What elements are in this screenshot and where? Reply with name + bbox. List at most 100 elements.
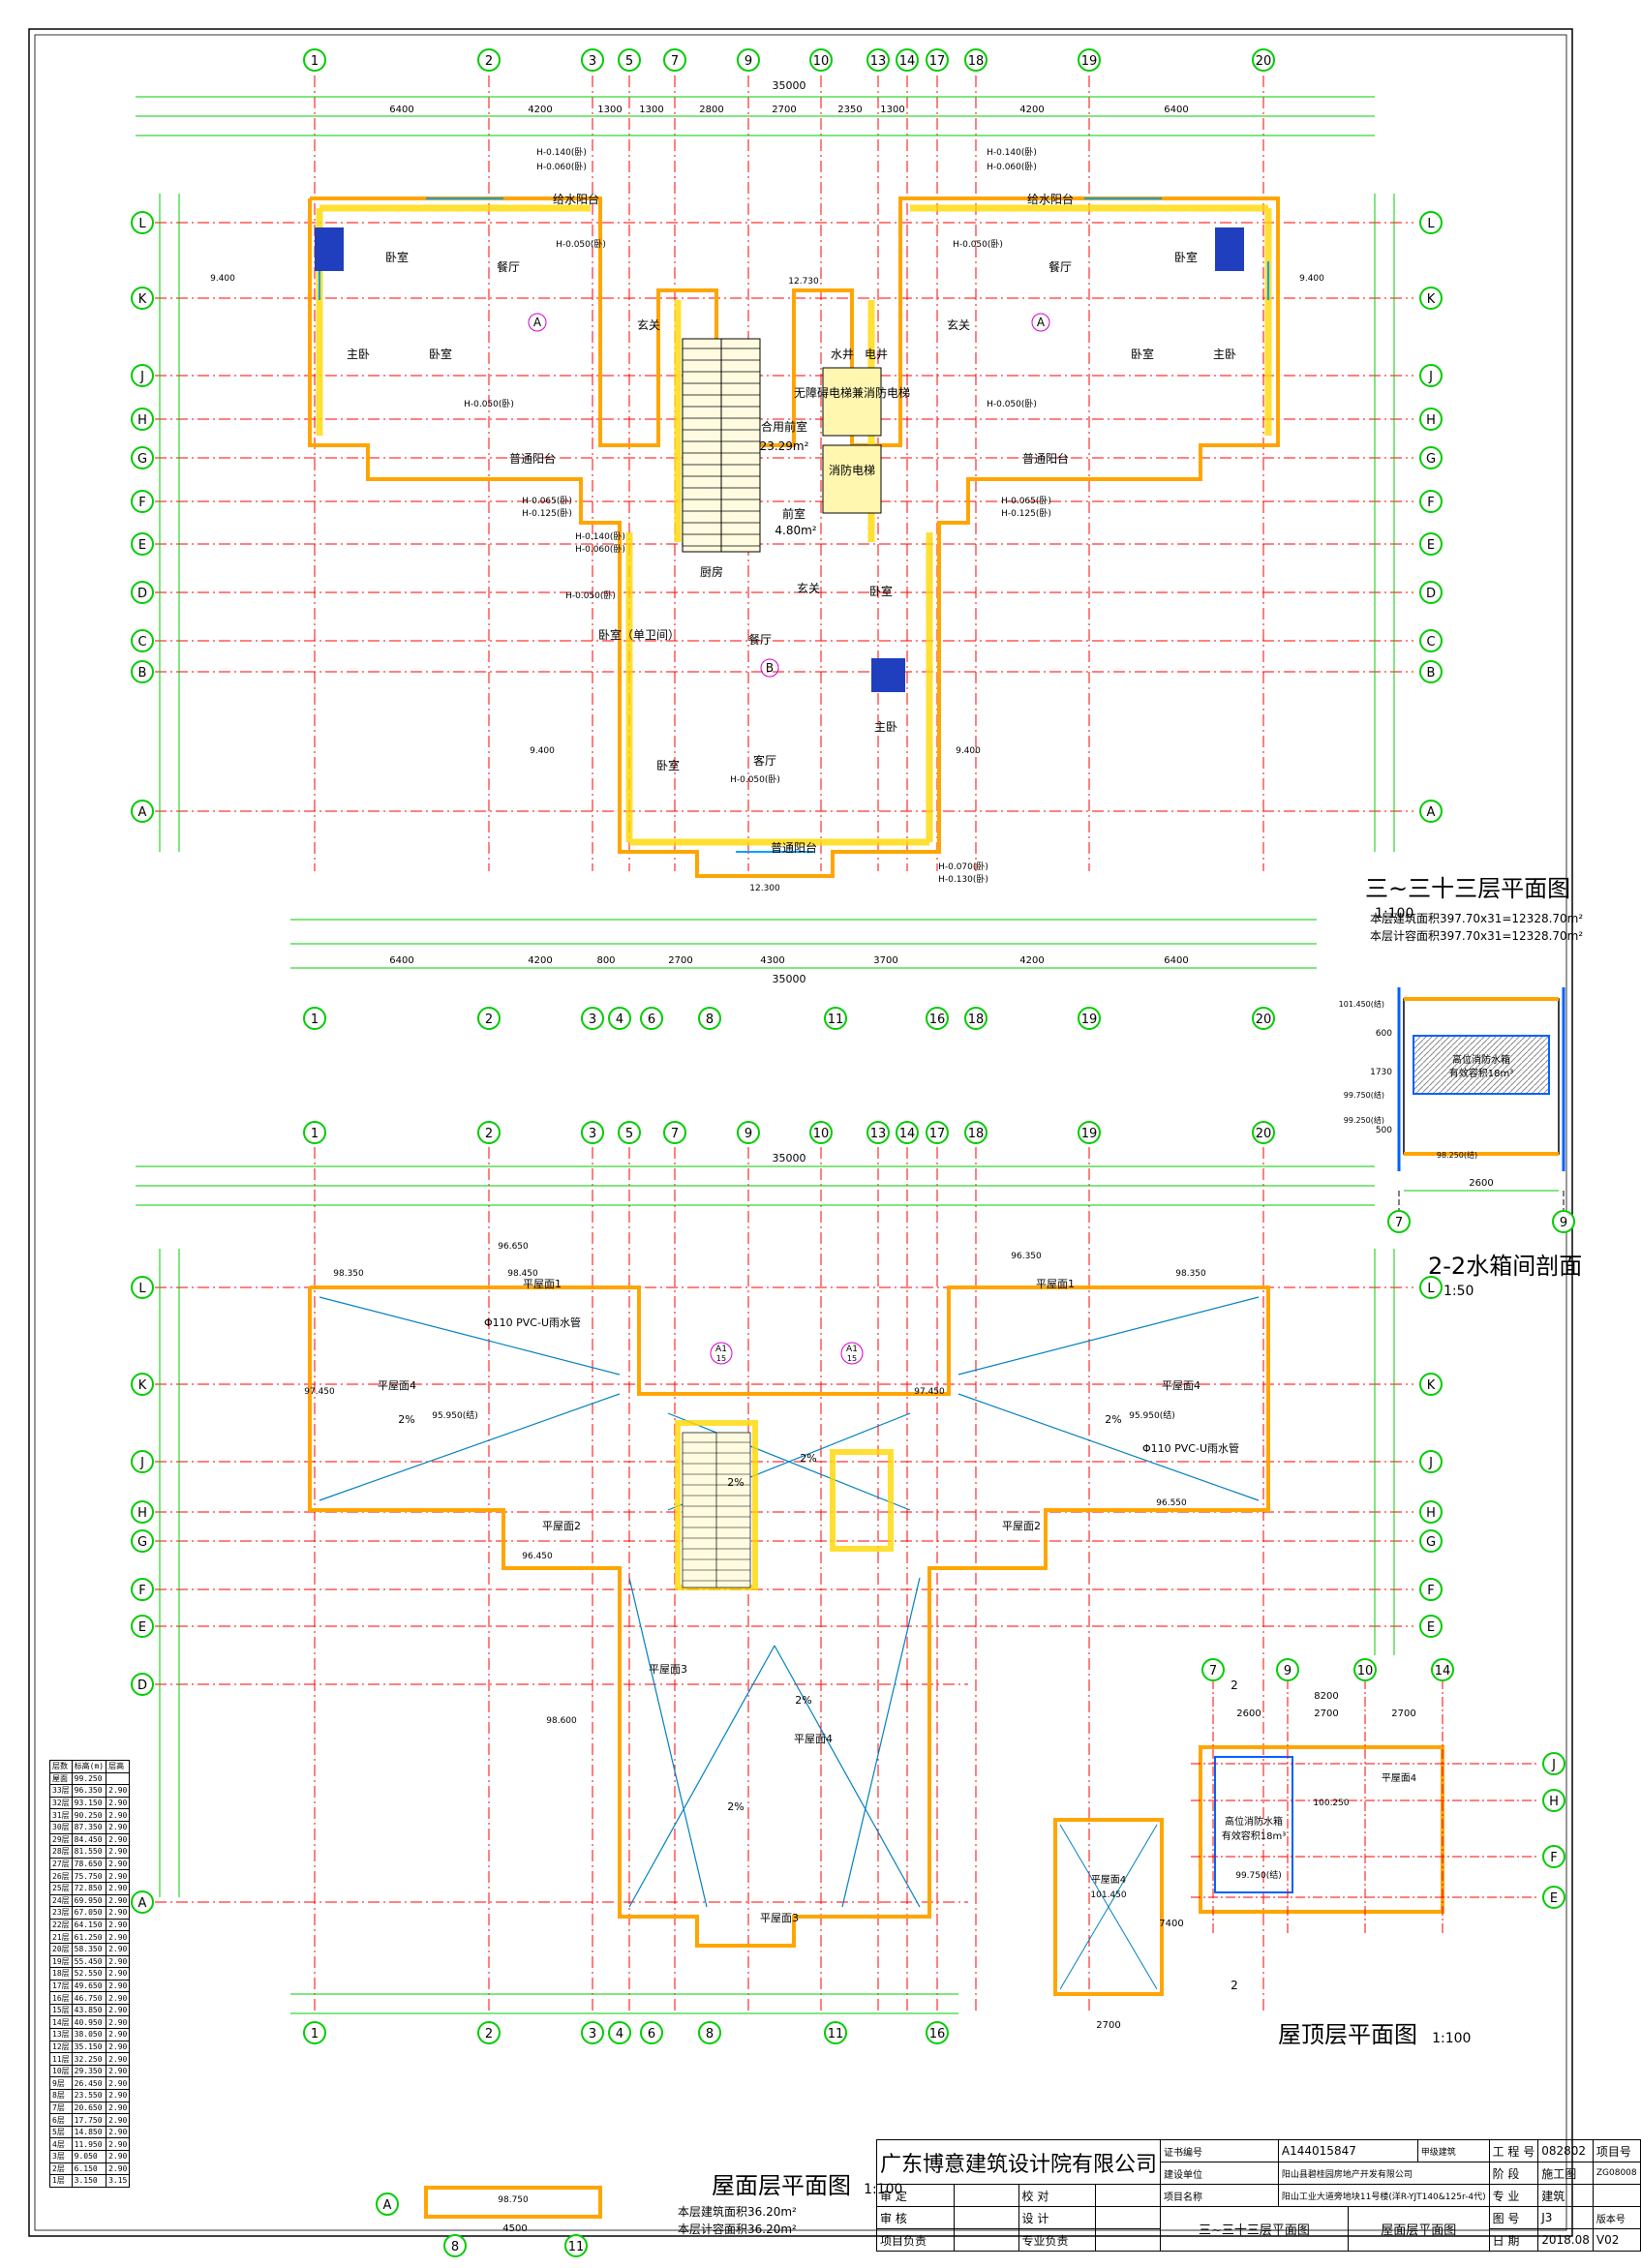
upper-axis-top-bubble	[303, 48, 326, 72]
floor-table-cell: 2.90	[106, 1967, 131, 1981]
level-label: H-0.060(卧)	[987, 161, 1037, 172]
room-label: 客厅	[753, 753, 776, 768]
drawing-title-1: 三~三十三层平面图	[1160, 2206, 1349, 2252]
roof-axis-bottom-bubble	[698, 2021, 721, 2044]
roof-axis-row-right-label: K	[1427, 1378, 1436, 1393]
roof-axis-top-bubble	[303, 1121, 326, 1144]
upper-axis-bottom-bubble	[608, 1007, 631, 1030]
roof-area-label: 平屋面4	[1162, 1379, 1200, 1392]
upper-axis-top-bubble	[964, 48, 988, 72]
roof-axis-top-label: 17	[929, 1127, 946, 1141]
upper-axis-row-right-label: B	[1427, 666, 1436, 680]
upper-axis-row-left-bubble	[131, 446, 154, 469]
floor-table-cell: 2.90	[106, 1796, 131, 1810]
upper-axis-bottom-bubble	[303, 1007, 326, 1030]
stage-label: 阶 段	[1488, 2162, 1539, 2185]
roof-axis-top-label: 14	[899, 1127, 916, 1141]
cert-no: A144015847	[1277, 2139, 1418, 2162]
cert-label: 证书编号	[1160, 2139, 1279, 2162]
roof-axis-row-left-bubble	[131, 1890, 154, 1914]
upper-axis-row-left-bubble	[131, 211, 154, 234]
upper-axis-row-right-bubble	[1419, 364, 1443, 387]
floor-table-cell: 5层	[49, 2125, 73, 2139]
upper-axis-row-left-bubble	[131, 581, 154, 604]
top-section-mark: 2	[1231, 1979, 1238, 1992]
floor-table-cell: 38.050	[71, 2028, 107, 2041]
upper-axis-row-left-label: L	[138, 217, 146, 231]
level-label: H-0.140(卧)	[987, 146, 1037, 158]
upper-bottom-dim: 3700	[873, 955, 897, 966]
section-tank-label: 高位消防水箱	[1452, 1053, 1510, 1066]
upper-top-dim: 2700	[772, 105, 796, 115]
room-label: 卧室	[1174, 250, 1198, 264]
roof-axis-row-left-label: H	[137, 1506, 147, 1521]
upper-top-dim: 6400	[389, 105, 413, 115]
floor-table-cell: 96.350	[71, 1784, 107, 1798]
project-no: ZG08008	[1592, 2162, 1641, 2185]
section-dim: 500	[1376, 1126, 1392, 1135]
roof-axis-top-label: 5	[625, 1127, 633, 1141]
floor-table-cell: 55.450	[71, 1954, 107, 1969]
detail-a1-left	[710, 1342, 733, 1365]
section-axis-label: 9	[1560, 1216, 1567, 1230]
top-axis-bubble	[1353, 1658, 1377, 1681]
detail-a1-right-label: A1	[846, 1345, 858, 1354]
slope-label: 2%	[727, 1800, 744, 1813]
floor-table-cell	[106, 1771, 131, 1786]
upper-axis-top-label: 2	[485, 54, 493, 69]
room-label: 玄关	[637, 318, 660, 332]
section-level: 99.750(结)	[1344, 1090, 1384, 1100]
upper-axis-row-right-label: G	[1426, 452, 1436, 467]
upper-axis-top-label: 17	[929, 54, 946, 69]
floor-table-cell: 58.350	[71, 1942, 107, 1956]
floor-table-cell: 2.90	[106, 1881, 131, 1895]
room-label: B	[766, 661, 774, 675]
upper-axis-row-left-bubble	[131, 408, 154, 431]
roof-axis-bottom-label: 1	[311, 2027, 319, 2041]
roof-axis-top-label: 20	[1256, 1127, 1272, 1141]
unit-b-marker	[760, 658, 779, 678]
room-label: 水井	[831, 348, 854, 361]
upper-dimension-lines	[136, 96, 1395, 969]
floor-table-cell: 2.90	[106, 1918, 131, 1932]
drawing-title-2: 屋面层平面图	[1347, 2206, 1490, 2252]
roof-axis-top-label: 1	[311, 1127, 319, 1141]
roof-axis-top-label: 18	[968, 1127, 985, 1141]
floor-table-cell: 2.90	[106, 1906, 131, 1920]
roof-area-label: 平屋面2	[1002, 1520, 1041, 1532]
room-label: 卧室	[656, 758, 680, 772]
room-label: 主卧	[874, 720, 897, 734]
version-label: 版本号	[1592, 2206, 1641, 2229]
level-label: H-0.050(卧)	[556, 238, 606, 250]
roof-axis-top-bubble	[618, 1121, 641, 1144]
upper-top-dim: 4200	[1019, 105, 1044, 115]
floor-table-cell: 67.050	[71, 1906, 107, 1920]
roof-axis-top-bubble	[866, 1121, 890, 1144]
upper-axis-row-left-label: E	[138, 538, 146, 553]
small-stair-dim: 7400	[1159, 1919, 1183, 1929]
roof-elev: 95.950(结)	[1129, 1409, 1175, 1421]
roof-area-label: 平屋面1	[1036, 1278, 1075, 1290]
project-name: 阳山工业大道旁地块11号楼(洋R-YJT140&125r-4代)	[1277, 2184, 1490, 2207]
section-scale: 1:50	[1443, 1284, 1474, 1299]
floor-table-cell: 2层	[49, 2162, 73, 2176]
roof-axis-bottom-bubble	[477, 2021, 501, 2044]
upper-axis-top-bubble	[926, 48, 949, 72]
level-label: 9.400	[530, 746, 555, 756]
roof-plan	[136, 1147, 1444, 2219]
project-no-label: 项目号	[1592, 2139, 1641, 2162]
upper-axis-row-right-bubble	[1419, 408, 1443, 431]
floor-table-cell: 72.850	[71, 1881, 107, 1895]
small-axis-row-bubble	[376, 2192, 399, 2216]
level-label: 12.300	[749, 884, 780, 893]
top-axis-bubble	[1276, 1658, 1299, 1681]
upper-axis-top-label: 13	[870, 54, 887, 69]
lead-sign	[953, 2228, 1019, 2252]
level-label: H-0.140(卧)	[536, 146, 587, 158]
